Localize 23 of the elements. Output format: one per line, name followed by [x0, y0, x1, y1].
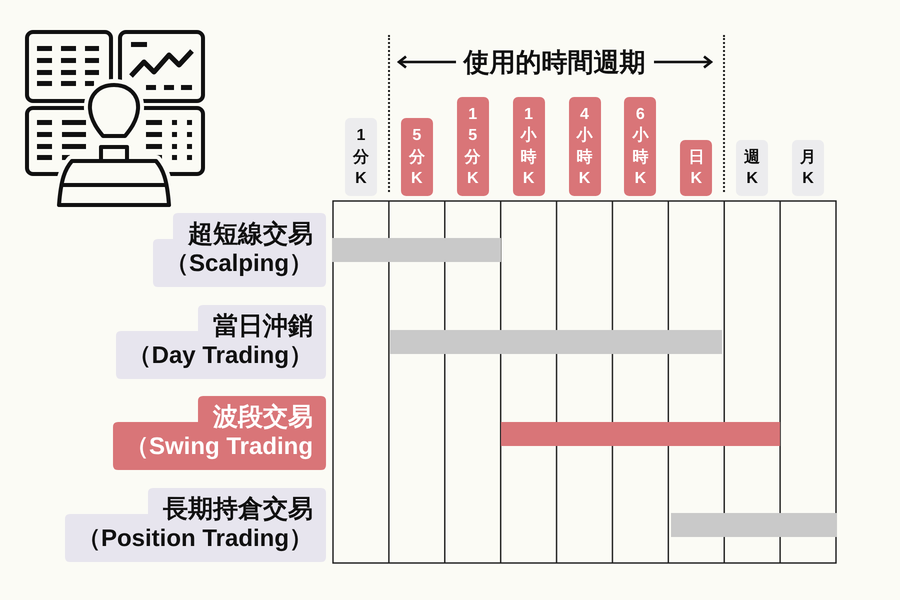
style-english-name: （Position Trading）	[76, 524, 313, 554]
style-english-name: （Day Trading）	[128, 341, 313, 371]
style-name: 超短線交易	[188, 219, 313, 249]
timeframe-tag: 月K	[792, 140, 824, 196]
range-title: 使用的時間週期	[464, 46, 646, 79]
timeframe-tag: 4小時K	[568, 96, 600, 196]
timeframe-tag: 1小時K	[512, 96, 545, 196]
usage-range-bar	[390, 330, 722, 354]
timeframe-tag: 15分K	[456, 96, 489, 196]
style-name: 長期持倉交易	[163, 494, 313, 524]
trading-style-tab	[112, 396, 326, 470]
timeframe-tag: 日K	[680, 140, 712, 196]
style-name: 波段交易	[213, 402, 313, 432]
style-english-name: （Swing Trading	[124, 432, 313, 462]
style-english-name: （Scalping）	[164, 249, 313, 279]
usage-range-bar	[500, 422, 780, 446]
usage-range-bar	[671, 513, 837, 537]
usage-range-bar	[332, 238, 501, 262]
timeframe-tag: 5分K	[400, 118, 433, 196]
timeframe-tag: 週K	[736, 140, 768, 196]
style-name: 當日沖銷	[213, 311, 313, 341]
timeframe-tag: 1分K	[344, 118, 377, 196]
timeframe-tag: 6小時K	[624, 96, 656, 196]
